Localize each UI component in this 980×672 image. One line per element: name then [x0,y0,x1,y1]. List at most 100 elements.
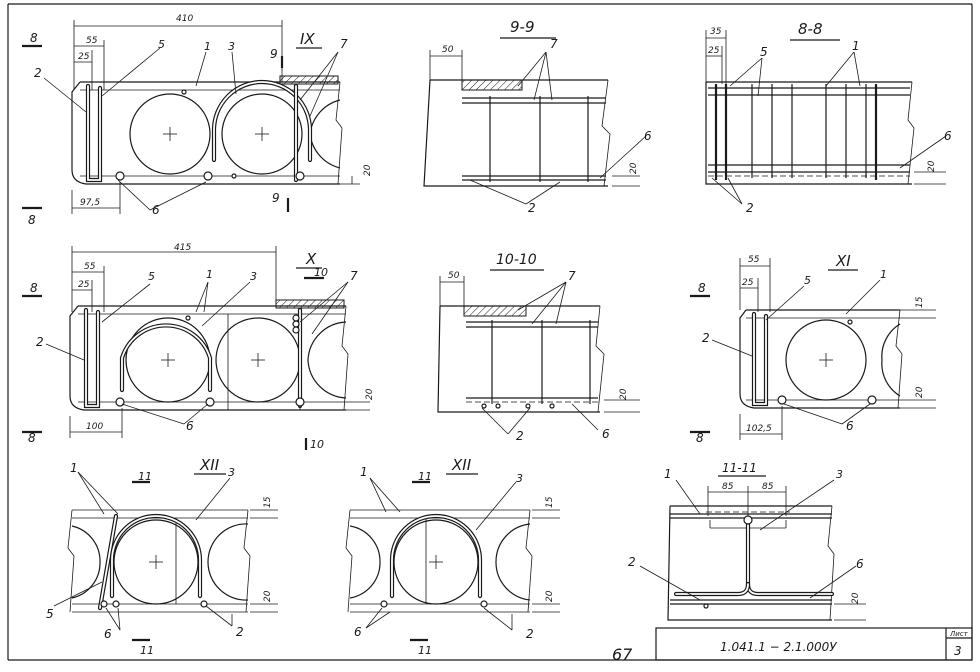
svg-text:25: 25 [708,46,720,56]
svg-text:11: 11 [418,470,432,483]
svg-text:20: 20 [851,592,861,604]
svg-text:20: 20 [629,162,639,174]
svg-text:55: 55 [84,262,96,272]
svg-text:1: 1 [360,465,368,479]
svg-text:9: 9 [270,47,278,61]
title-block: 67 1.041.1 − 2.1.000У Лист 3 [612,627,973,664]
svg-text:2: 2 [526,627,534,641]
svg-text:102,5: 102,5 [746,424,772,434]
svg-text:20: 20 [915,386,925,398]
svg-text:7: 7 [568,269,576,283]
svg-text:10: 10 [314,266,328,279]
svg-text:2: 2 [236,625,244,639]
svg-text:25: 25 [742,278,754,288]
view-ix-title: IX [300,30,315,48]
svg-text:8: 8 [28,213,36,227]
svg-text:1: 1 [206,268,213,281]
section-8-8-title: 8-8 [798,20,823,38]
view-xii-a-title: XII [199,456,220,474]
svg-text:5: 5 [158,38,165,51]
section-8-8: 8-8 35 25 20 5 1 6 [705,20,952,215]
svg-text:8: 8 [30,31,38,45]
svg-text:2: 2 [702,331,710,345]
svg-text:5: 5 [46,607,54,621]
svg-text:9: 9 [272,191,280,205]
svg-text:50: 50 [448,271,460,281]
svg-text:2: 2 [36,335,44,349]
svg-text:15: 15 [545,496,555,508]
svg-text:2: 2 [516,429,524,443]
svg-text:3: 3 [250,270,257,283]
svg-text:55: 55 [86,36,98,46]
view-xi-title: XI [835,252,851,270]
view-ix-dim-top: 410 [176,14,193,24]
view-xii-a: XII 11 11 15 20 1 3 5 [46,456,278,657]
view-ix: IX 410 55 25 [22,14,373,227]
svg-text:20: 20 [263,590,273,602]
svg-text:6: 6 [104,627,112,641]
section-10-10: 10-10 50 20 7 2 6 [437,252,640,443]
svg-text:3: 3 [516,472,523,485]
svg-text:20: 20 [363,164,373,176]
svg-text:2: 2 [528,201,536,215]
svg-text:5: 5 [760,45,768,59]
svg-text:6: 6 [602,427,610,441]
svg-text:5: 5 [148,270,155,283]
view-xii-b: XII 11 11 15 20 1 3 6 2 [345,456,560,657]
svg-text:20: 20 [545,590,555,602]
svg-text:3: 3 [228,466,235,479]
section-11-11-title: 11-11 [722,461,757,475]
view-xii-b-title: XII [451,456,472,474]
svg-text:100: 100 [86,422,103,432]
svg-text:97,5: 97,5 [80,198,100,208]
svg-text:2: 2 [34,66,42,80]
svg-text:25: 25 [78,280,90,290]
svg-text:85: 85 [762,482,774,492]
svg-text:3: 3 [836,468,843,481]
section-9-9-title: 9-9 [510,18,535,36]
svg-text:7: 7 [350,269,358,283]
svg-text:11: 11 [140,644,154,657]
view-x-title: X [305,250,317,268]
svg-text:8: 8 [28,431,36,445]
svg-text:2: 2 [746,201,754,215]
svg-text:2: 2 [628,555,636,569]
handwritten-number: 67 [612,645,633,664]
svg-text:6: 6 [856,557,864,571]
svg-text:1: 1 [204,40,211,53]
section-10-10-title: 10-10 [496,252,537,268]
svg-text:6: 6 [846,419,854,433]
svg-text:20: 20 [927,160,937,172]
svg-text:6: 6 [186,419,194,433]
view-xi: XI 55 25 102,5 15 20 8 8 2 [690,252,936,445]
svg-text:8: 8 [30,281,38,295]
svg-text:1: 1 [852,39,860,53]
svg-text:3: 3 [228,40,235,53]
svg-text:6: 6 [944,129,952,143]
svg-text:25: 25 [78,52,90,62]
view-x: X 415 55 25 10 [22,243,375,451]
svg-text:10: 10 [310,438,324,451]
svg-text:6: 6 [354,625,362,639]
svg-text:1: 1 [664,467,672,481]
svg-text:1: 1 [70,461,78,475]
svg-text:415: 415 [174,243,191,253]
sheet-number: 3 [954,644,962,658]
svg-text:7: 7 [340,37,348,51]
svg-text:55: 55 [748,255,760,265]
svg-text:6: 6 [644,129,652,143]
svg-text:20: 20 [619,388,629,400]
svg-text:50: 50 [442,45,454,55]
svg-text:20: 20 [365,388,375,400]
section-11-11: 11-11 85 85 20 1 3 2 6 [628,461,866,621]
svg-text:11: 11 [138,470,152,483]
svg-text:1: 1 [880,268,887,281]
sheet-label: Лист [949,630,969,638]
svg-text:5: 5 [804,274,811,287]
svg-text:11: 11 [418,644,432,657]
svg-text:15: 15 [263,496,273,508]
svg-text:7: 7 [550,37,558,51]
svg-text:8: 8 [698,281,706,295]
section-9-9: 9-9 50 20 7 6 2 [423,18,652,215]
